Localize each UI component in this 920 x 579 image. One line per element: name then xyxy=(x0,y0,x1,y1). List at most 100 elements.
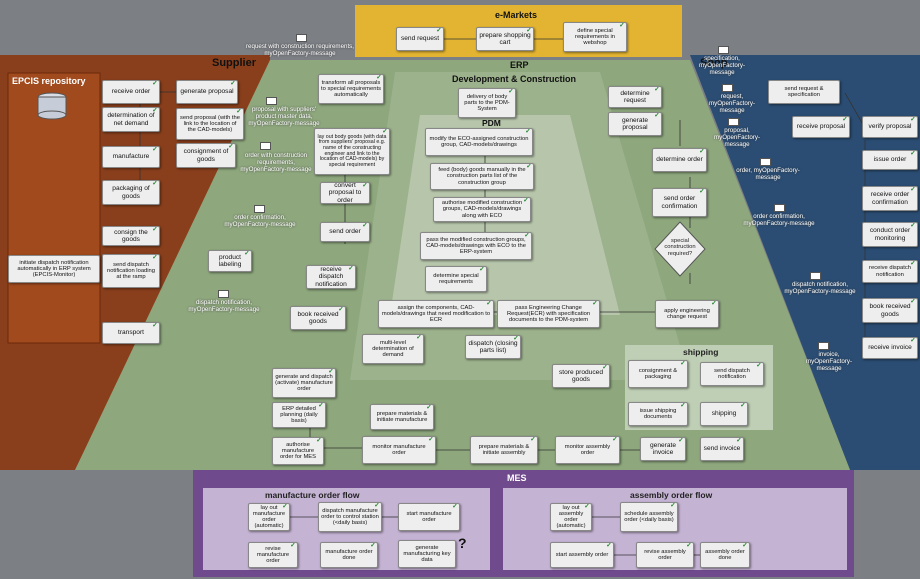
node-generate-invoice[interactable]: generate invoice✓ xyxy=(640,437,686,461)
node-consignment-packaging[interactable]: consignment & packaging✓ xyxy=(628,360,688,388)
node-determine-request[interactable]: determine request✓ xyxy=(608,86,662,108)
node-send-invoice[interactable]: send invoice✓ xyxy=(700,437,744,461)
node-dispatch-mo-control[interactable]: dispatch manufacture order to control st… xyxy=(318,502,382,532)
node-send-request[interactable]: send request✓ xyxy=(396,27,444,51)
node-lay-out-body-goods[interactable]: lay out body goods (with data from suppl… xyxy=(314,128,390,175)
node-receive-invoice[interactable]: receive invoice✓ xyxy=(862,337,918,359)
envelope-icon xyxy=(266,97,277,105)
node-dispatch-closing[interactable]: dispatch (closing parts list)✓ xyxy=(465,335,521,359)
node-consignment-of-goods[interactable]: consignment of goods✓ xyxy=(176,143,236,168)
envelope-icon xyxy=(718,46,729,54)
assembly-flow-title: assembly order flow xyxy=(630,490,713,500)
pdm-title: PDM xyxy=(482,118,501,128)
note-order: order, myOpenFactory-message xyxy=(736,167,800,181)
node-issue-shipping-documents[interactable]: issue shipping documents✓ xyxy=(628,402,688,426)
envelope-icon xyxy=(728,118,739,126)
node-send-order-confirmation[interactable]: send order confirmation✓ xyxy=(652,188,707,217)
note-order-construction: order with construction requirements, my… xyxy=(240,152,312,173)
node-send-order-erp[interactable]: send order✓ xyxy=(320,222,370,242)
node-receive-proposal-shop[interactable]: receive proposal✓ xyxy=(792,116,850,138)
node-send-dispatch-ramp[interactable]: send dispatch notification loading at th… xyxy=(102,254,160,288)
node-store-produced[interactable]: store produced goods✓ xyxy=(552,364,610,388)
node-issue-order[interactable]: issue order✓ xyxy=(862,150,918,170)
note-order-confirmation-shop: order confirmation, myOpenFactory-messag… xyxy=(743,213,815,227)
node-erp-detailed-planning[interactable]: ERP detailed planning (daily basis)✓ xyxy=(272,402,326,428)
node-modify-eco[interactable]: modify the ECO-assigned construction gro… xyxy=(425,128,533,156)
node-transform-proposals[interactable]: transform all proposals to special requi… xyxy=(318,74,384,104)
node-convert-proposal[interactable]: convert proposal to order✓ xyxy=(320,182,370,204)
node-receive-order-supplier[interactable]: receive order✓ xyxy=(102,80,160,104)
node-generate-mfg-key[interactable]: generate manufacturing key data xyxy=(398,540,456,568)
node-receive-dispatch-erp[interactable]: receive dispatch notification✓ xyxy=(306,265,356,289)
node-book-received-shop[interactable]: book received goods✓ xyxy=(862,298,918,323)
node-multi-level[interactable]: multi-level determination of demand✓ xyxy=(362,334,424,364)
node-revise-mo[interactable]: revise manufacture order✓ xyxy=(248,542,298,568)
node-determination-net-demand[interactable]: determination of net demand✓ xyxy=(102,107,160,132)
decision-special-construction[interactable]: special construction required? xyxy=(664,238,696,257)
note-proposal: proposal, myOpenFactory-message xyxy=(713,127,761,148)
node-pass-ecr[interactable]: pass Engineering Change Request(ECR) wit… xyxy=(497,300,600,328)
node-prepare-materials-manufacture[interactable]: prepare materials & initiate manufacture… xyxy=(370,404,434,430)
node-define-special-requirements[interactable]: define special requirements in webshop✓ xyxy=(563,22,627,52)
node-authorise-modified[interactable]: authorise modified construction groups, … xyxy=(433,197,531,222)
node-send-proposal-supplier[interactable]: send proposal (with the link to the loca… xyxy=(176,108,244,140)
node-shipping[interactable]: shipping✓ xyxy=(700,402,748,426)
node-verify-proposal[interactable]: verify proposal✓ xyxy=(862,116,918,138)
shop-title: Shop xyxy=(700,57,728,69)
node-authorise-mo-mes[interactable]: authorise manufacture order for MES✓ xyxy=(272,437,324,465)
node-start-mo[interactable]: start manufacture order✓ xyxy=(398,503,460,531)
node-generate-dispatch-mo[interactable]: generate and dispatch (activate) manufac… xyxy=(272,368,336,398)
decision-diamond xyxy=(654,221,706,277)
node-ao-done[interactable]: assembly order done✓ xyxy=(700,542,750,568)
node-assign-components[interactable]: assign the components, CAD-models/drawin… xyxy=(378,300,494,328)
shipping-title: shipping xyxy=(683,347,719,357)
note-specification: specification, myOpenFactory-message xyxy=(698,55,746,76)
node-generate-proposal-erp[interactable]: generate proposal✓ xyxy=(608,112,662,136)
node-schedule-ao[interactable]: schedule assembly order (<daily basis)✓ xyxy=(620,502,678,532)
envelope-icon xyxy=(774,204,785,212)
node-apply-ecr[interactable]: apply engineering change request✓ xyxy=(655,300,719,328)
node-send-request-spec[interactable]: send request & specification xyxy=(768,80,840,104)
node-conduct-order-monitoring[interactable]: conduct order monitoring✓ xyxy=(862,222,918,247)
node-feed-body-goods[interactable]: feed (body) goods manually in the constr… xyxy=(430,163,534,190)
node-prepare-materials-assembly[interactable]: prepare materials & initiate assembly✓ xyxy=(470,436,538,464)
node-manufacture[interactable]: manufacture✓ xyxy=(102,146,160,168)
manufacture-flow-title: manufacture order flow xyxy=(265,490,360,500)
node-initiate-dispatch-epcis[interactable]: initiate dispatch notification automatic… xyxy=(8,255,100,283)
envelope-icon xyxy=(818,342,829,350)
note-proposal-with-suppliers: proposal with suppliers' product master … xyxy=(248,106,320,127)
note-request-construction: request with construction requirements, … xyxy=(246,43,354,57)
envelope-icon xyxy=(260,142,271,150)
development-title: Development & Construction xyxy=(452,74,577,84)
emarkets-title: e-Markets xyxy=(495,10,538,20)
node-start-ao[interactable]: start assembly order✓ xyxy=(550,542,614,568)
node-monitor-ao[interactable]: monitor assembly order✓ xyxy=(555,436,620,464)
node-transport[interactable]: transport✓ xyxy=(102,322,160,344)
database-icon xyxy=(37,92,67,120)
node-determine-special[interactable]: determine special requirements✓ xyxy=(425,266,487,292)
envelope-icon xyxy=(760,158,771,166)
node-monitor-mo[interactable]: monitor manufacture order✓ xyxy=(362,436,436,464)
node-delivery-body-parts[interactable]: delivery of body parts to the PDM-System… xyxy=(458,88,516,118)
node-receive-dispatch-shop[interactable]: receive dispatch notification✓ xyxy=(862,260,918,283)
node-revise-ao[interactable]: revise assembly order✓ xyxy=(636,542,694,568)
node-book-received-erp[interactable]: book received goods✓ xyxy=(290,306,346,330)
node-generate-proposal-supplier[interactable]: generate proposal✓ xyxy=(176,80,238,104)
node-receive-order-confirmation[interactable]: receive order confirmation✓ xyxy=(862,186,918,211)
node-consign-the-goods[interactable]: consign the goods✓ xyxy=(102,226,160,246)
note-dispatch-notification-supplier: dispatch notification, myOpenFactory-mes… xyxy=(188,299,260,313)
question-mark: ? xyxy=(458,535,467,551)
node-mo-done[interactable]: manufacture order done✓ xyxy=(320,542,378,568)
node-prepare-shopping-cart[interactable]: prepare shopping cart✓ xyxy=(476,27,534,51)
node-product-labeling[interactable]: product labeling✓ xyxy=(208,250,252,272)
supplier-title: Supplier xyxy=(212,57,257,69)
node-lay-out-ao[interactable]: lay out assembly order (automatic)✓ xyxy=(550,503,592,531)
node-determine-order[interactable]: determine order✓ xyxy=(652,148,707,172)
envelope-icon xyxy=(218,290,229,298)
node-packaging-of-goods[interactable]: packaging of goods✓ xyxy=(102,180,160,205)
node-pass-modified[interactable]: pass the modified construction groups, C… xyxy=(420,232,532,260)
node-lay-out-mo[interactable]: lay out manufacture order (automatic)✓ xyxy=(248,503,290,531)
node-send-dispatch-shipping[interactable]: send dispatch notification✓ xyxy=(700,362,764,386)
note-order-confirmation-supplier: order confirmation, myOpenFactory-messag… xyxy=(224,214,296,228)
